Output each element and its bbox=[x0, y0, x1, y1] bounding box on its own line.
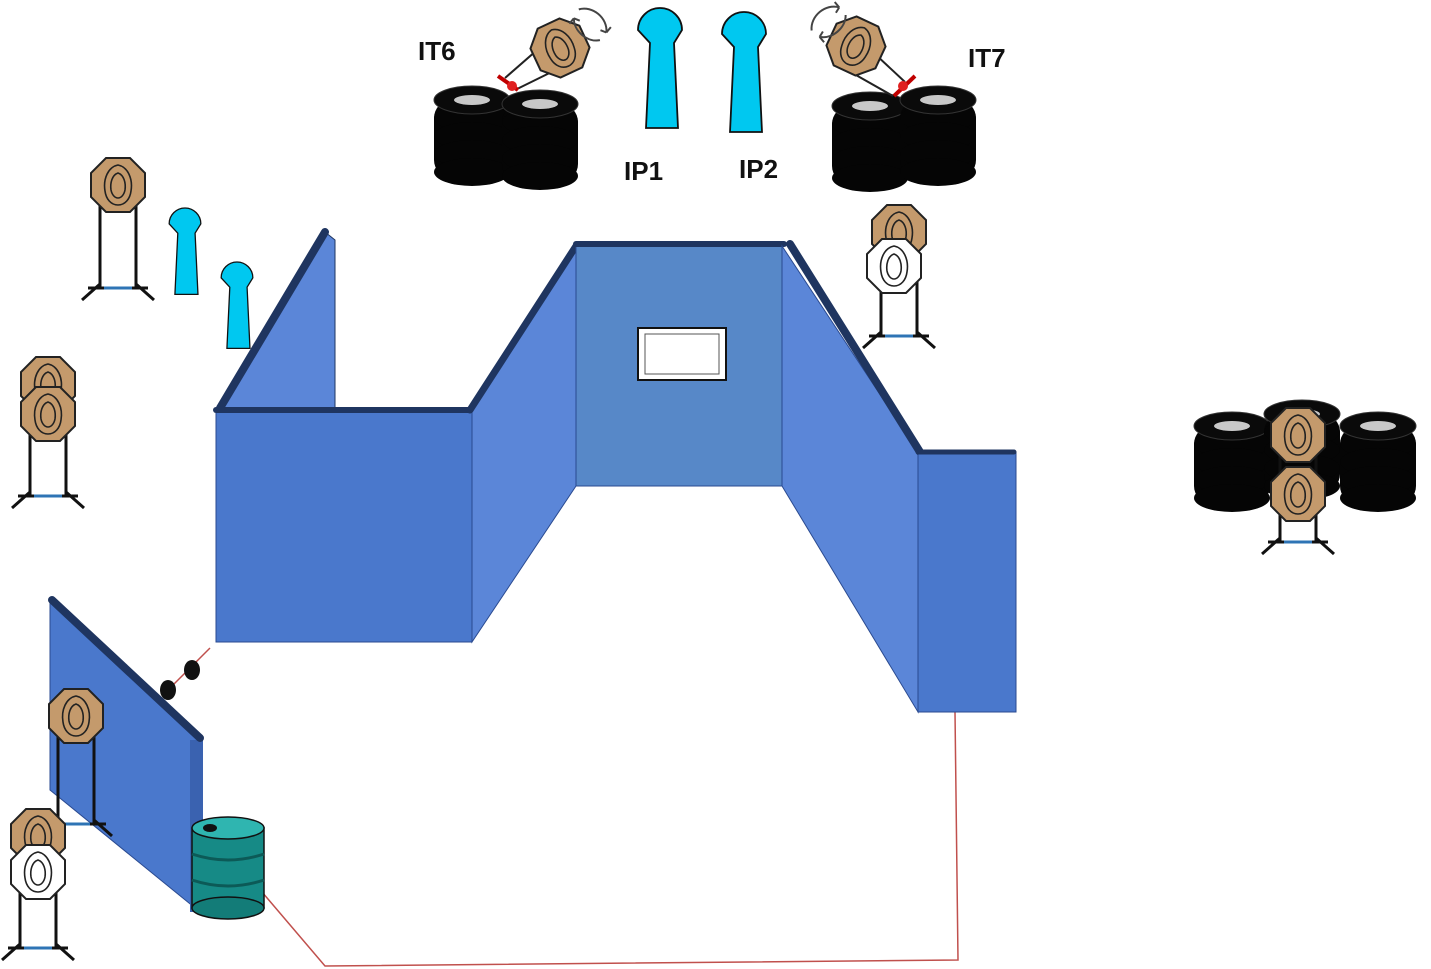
fault-markers bbox=[160, 660, 200, 700]
label-ip2: IP2 bbox=[739, 154, 778, 184]
left-popper-2 bbox=[220, 261, 254, 350]
center-wall-structure bbox=[213, 228, 1017, 714]
label-ip1: IP1 bbox=[624, 156, 663, 186]
fault-line bbox=[167, 647, 959, 967]
right-target-with-no-shoot bbox=[861, 204, 937, 350]
far-right-targets bbox=[1260, 407, 1336, 556]
it6-tire-stack bbox=[433, 85, 579, 191]
it7-tire-stack bbox=[831, 85, 977, 193]
it6-swinger-target bbox=[496, 1, 614, 92]
upper-left-target bbox=[80, 157, 156, 302]
lower-left-wall bbox=[48, 596, 204, 914]
left-popper-1 bbox=[168, 207, 202, 296]
label-it6: IT6 bbox=[418, 36, 456, 66]
wall-window bbox=[637, 327, 727, 381]
left-mid-targets bbox=[10, 356, 86, 510]
barrel-icon bbox=[191, 816, 265, 920]
bottom-left-target-with-no-shoot bbox=[0, 808, 76, 962]
label-it7: IT7 bbox=[968, 43, 1006, 73]
popper-ip1 bbox=[637, 7, 683, 129]
popper-ip2 bbox=[721, 11, 767, 133]
it7-swinger-target bbox=[804, 0, 917, 98]
